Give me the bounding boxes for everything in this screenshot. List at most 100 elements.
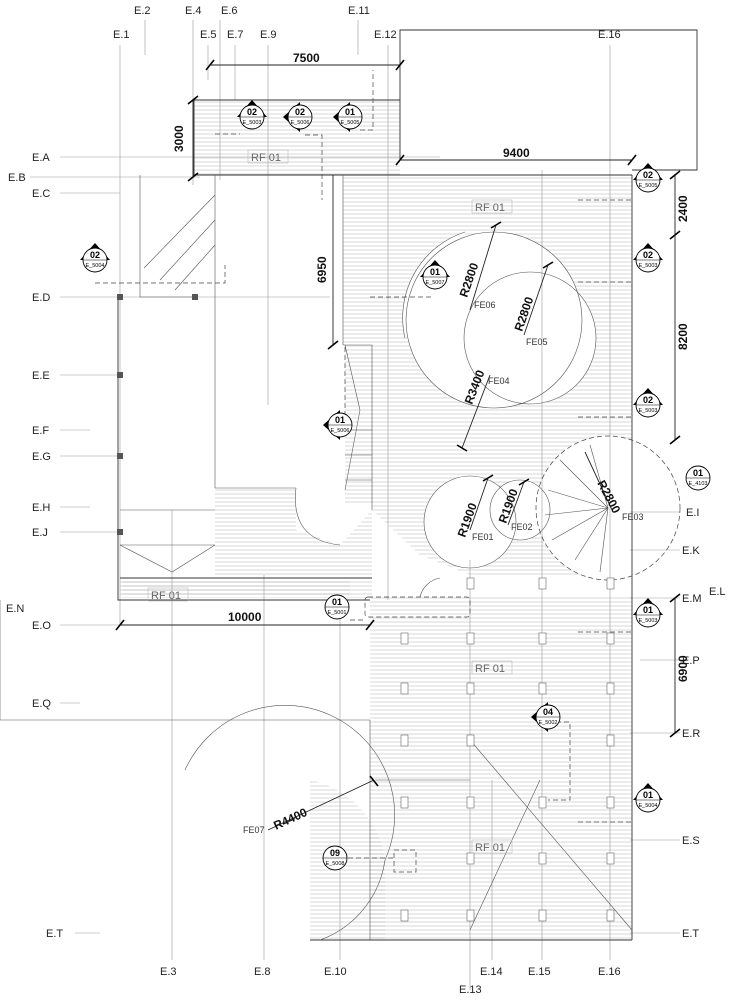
section-tag-t5: 02 E_5004 bbox=[80, 243, 110, 273]
dimension-6900: 6900 bbox=[676, 655, 690, 682]
svg-text:E_5003: E_5003 bbox=[639, 263, 658, 269]
section-tag-t1: 02 E_5003 bbox=[237, 100, 267, 130]
dimension-9400: 9400 bbox=[503, 146, 530, 160]
svg-text:E_5004: E_5004 bbox=[639, 803, 658, 809]
grid-label-r-et-left: E.T bbox=[46, 928, 63, 940]
grid-label-c-e2: E.2 bbox=[134, 5, 151, 17]
feature-label-fe01: FE01 bbox=[472, 532, 494, 542]
grid-label-c-e15: E.15 bbox=[528, 966, 551, 978]
section-tag-t10: 01 E_4103 bbox=[685, 465, 711, 491]
svg-text:02: 02 bbox=[643, 395, 653, 405]
section-tag-t4: 02 E_5005 bbox=[633, 163, 663, 193]
dimension-6950: 6950 bbox=[315, 256, 329, 283]
grid-label-c-e4: E.4 bbox=[185, 5, 202, 17]
roof-label-5: RF 01 bbox=[475, 842, 505, 854]
dimension-7500: 7500 bbox=[293, 51, 320, 65]
svg-text:E_5003: E_5003 bbox=[243, 120, 262, 126]
svg-text:E_5003: E_5003 bbox=[639, 408, 658, 414]
grid-labels: E.1 E.2 E.3 E.4 E.5 E.6 E.7 E.8 E.9 E.10… bbox=[6, 5, 726, 996]
svg-text:E_5007: E_5007 bbox=[426, 280, 445, 286]
svg-text:04: 04 bbox=[543, 707, 553, 717]
roof-label-4: RF 01 bbox=[475, 663, 505, 675]
svg-text:E_5005: E_5005 bbox=[639, 183, 658, 189]
dimension-10000: 10000 bbox=[228, 610, 262, 624]
grid-label-c-e16-bottom: E.16 bbox=[598, 966, 621, 978]
dimension-texts: 7500 3000 9400 2400 6950 8200 10000 6900 bbox=[172, 51, 690, 682]
svg-text:01: 01 bbox=[643, 605, 653, 615]
grid-label-r-ef: E.F bbox=[32, 425, 49, 437]
feature-label-fe06: FE06 bbox=[474, 300, 496, 310]
svg-text:01: 01 bbox=[345, 107, 355, 117]
grid-label-c-e16-top: E.16 bbox=[598, 29, 621, 41]
grid-label-r-eo: E.O bbox=[32, 620, 51, 632]
roof-labels: RF 01 RF 01 RF 01 RF 01 RF 01 bbox=[147, 149, 513, 854]
svg-text:E_5004: E_5004 bbox=[86, 263, 105, 269]
feature-label-fe05: FE05 bbox=[526, 337, 548, 347]
svg-text:E_5003: E_5003 bbox=[639, 618, 658, 624]
grid-label-r-ei: E.I bbox=[686, 507, 699, 519]
grid-label-r-ej: E.J bbox=[32, 527, 48, 539]
section-tag-t12: 01 E_5003 bbox=[633, 598, 663, 628]
section-tag-t9: 01 E_5006 bbox=[323, 410, 353, 440]
dimension-2400: 2400 bbox=[676, 195, 690, 222]
deck-posts bbox=[400, 577, 615, 922]
svg-text:E_5001: E_5001 bbox=[328, 610, 347, 616]
radius-leaders bbox=[267, 221, 614, 831]
section-tag-t8: 02 E_5003 bbox=[633, 388, 663, 418]
roof-label-1: RF 01 bbox=[251, 152, 281, 164]
section-tag-t13: 04 E_5002 bbox=[531, 702, 561, 732]
grid-label-r-ep: E.P bbox=[682, 655, 700, 667]
section-tags: 02 E_5003 02 E_5006 01 E_5005 02 E_5005 bbox=[80, 100, 711, 871]
svg-text:E_5002: E_5002 bbox=[539, 720, 558, 726]
feature-labels: FE06 FE05 FE04 FE03 FE01 FE02 FE07 bbox=[243, 300, 644, 835]
grid-label-r-er: E.R bbox=[682, 728, 700, 740]
grid-label-c-e3: E.3 bbox=[160, 966, 177, 978]
section-tag-t3: 01 E_5005 bbox=[333, 102, 363, 132]
grid-label-c-e5: E.5 bbox=[200, 29, 217, 41]
section-tag-t7: 02 E_5003 bbox=[633, 243, 663, 273]
columns bbox=[117, 294, 198, 535]
section-tag-t2: 02 E_5006 bbox=[283, 102, 313, 132]
section-leaders bbox=[95, 70, 632, 859]
grid-label-r-em: E.M bbox=[682, 593, 702, 605]
grid-label-r-ee: E.E bbox=[32, 370, 50, 382]
grid-label-c-e9: E.9 bbox=[260, 29, 277, 41]
roof-label-3: RF 01 bbox=[151, 590, 181, 602]
grid-label-r-en: E.N bbox=[6, 603, 24, 615]
section-tag-t6: 01 E_5007 bbox=[420, 260, 450, 290]
grid-label-r-ed: E.D bbox=[32, 292, 50, 304]
section-tag-t15: 09 E_5008 bbox=[322, 845, 348, 871]
dimension-3000: 3000 bbox=[172, 125, 186, 152]
svg-text:02: 02 bbox=[643, 250, 653, 260]
grid-label-r-eh: E.H bbox=[32, 502, 50, 514]
svg-text:E_5006: E_5006 bbox=[291, 120, 310, 126]
grid-label-r-ec: E.C bbox=[32, 188, 50, 200]
svg-text:E_5006: E_5006 bbox=[331, 428, 350, 434]
svg-text:02: 02 bbox=[90, 250, 100, 260]
feature-label-fe03: FE03 bbox=[622, 512, 644, 522]
svg-text:01: 01 bbox=[430, 267, 440, 277]
grid-label-r-el: E.L bbox=[709, 586, 726, 598]
grid-label-c-e13: E.13 bbox=[459, 984, 482, 996]
grid-label-c-e7: E.7 bbox=[227, 29, 244, 41]
grid-label-r-ek: E.K bbox=[682, 545, 700, 557]
grid-label-r-et-right: E.T bbox=[682, 928, 699, 940]
grid-label-r-eq: E.Q bbox=[32, 698, 51, 710]
grid-label-c-e12: E.12 bbox=[374, 29, 397, 41]
svg-text:02: 02 bbox=[295, 107, 305, 117]
dimension-8200: 8200 bbox=[676, 323, 690, 350]
section-tag-t14: 01 E_5004 bbox=[633, 783, 663, 813]
roof-label-2: RF 01 bbox=[475, 202, 505, 214]
grid-label-c-e6: E.6 bbox=[221, 5, 238, 17]
svg-text:02: 02 bbox=[247, 107, 257, 117]
grid-label-c-e1: E.1 bbox=[113, 29, 130, 41]
svg-text:02: 02 bbox=[643, 170, 653, 180]
svg-text:01: 01 bbox=[335, 415, 345, 425]
svg-text:01: 01 bbox=[643, 790, 653, 800]
feature-label-fe02: FE02 bbox=[511, 522, 533, 532]
grid-label-r-eg: E.G bbox=[32, 451, 51, 463]
section-tag-t11: 01 E_5001 bbox=[324, 594, 350, 620]
feature-label-fe04: FE04 bbox=[488, 376, 510, 386]
grid-label-r-eb: E.B bbox=[8, 172, 26, 184]
